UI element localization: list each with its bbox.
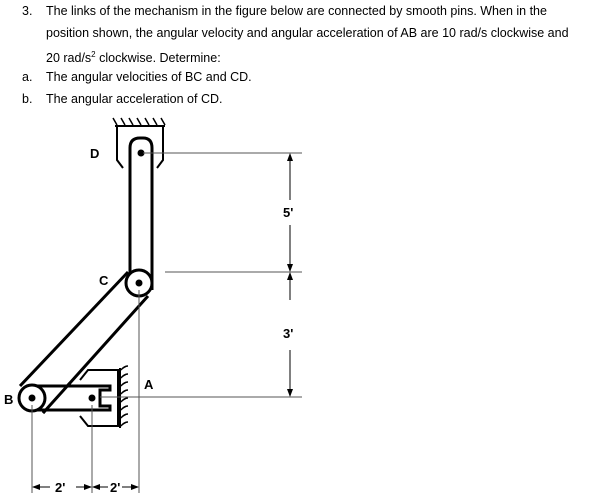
line3-post: clockwise. Determine:: [95, 51, 221, 66]
pin-c: [135, 279, 143, 287]
label-c: C: [99, 273, 109, 288]
problem-line-3: 20 rad/s2 clockwise. Determine:: [46, 44, 221, 69]
problem-number: 3.: [22, 4, 33, 18]
problem-line-1: The links of the mechanism in the figure…: [46, 4, 547, 18]
part-b-text: The angular acceleration of CD.: [46, 92, 223, 106]
extension-lines: [31, 152, 302, 493]
pin-d: [137, 149, 145, 157]
part-b-label: b.: [22, 92, 33, 106]
label-a: A: [144, 377, 154, 392]
dimension-2ft-right: 2': [110, 480, 120, 495]
label-b: B: [4, 392, 13, 407]
line3-sup: 2: [91, 50, 96, 59]
label-d: D: [90, 146, 99, 161]
part-a-label: a.: [22, 70, 33, 84]
problem-line-2: position shown, the angular velocity and…: [46, 26, 569, 40]
line3-pre: 20 rad/s: [46, 51, 92, 66]
dimension-5ft: 5': [283, 205, 293, 220]
dimension-3ft: 3': [283, 326, 293, 341]
dimension-2ft-left: 2': [55, 480, 65, 495]
part-a-text: The angular velocities of BC and CD.: [46, 70, 252, 84]
link-cd: [128, 136, 154, 290]
pin-a: [88, 394, 96, 402]
link-ab: [32, 381, 112, 415]
pin-b: [28, 394, 36, 402]
problem-statement: 3. The links of the mechanism in the fig…: [0, 0, 612, 110]
ground-support-d: [112, 117, 166, 169]
